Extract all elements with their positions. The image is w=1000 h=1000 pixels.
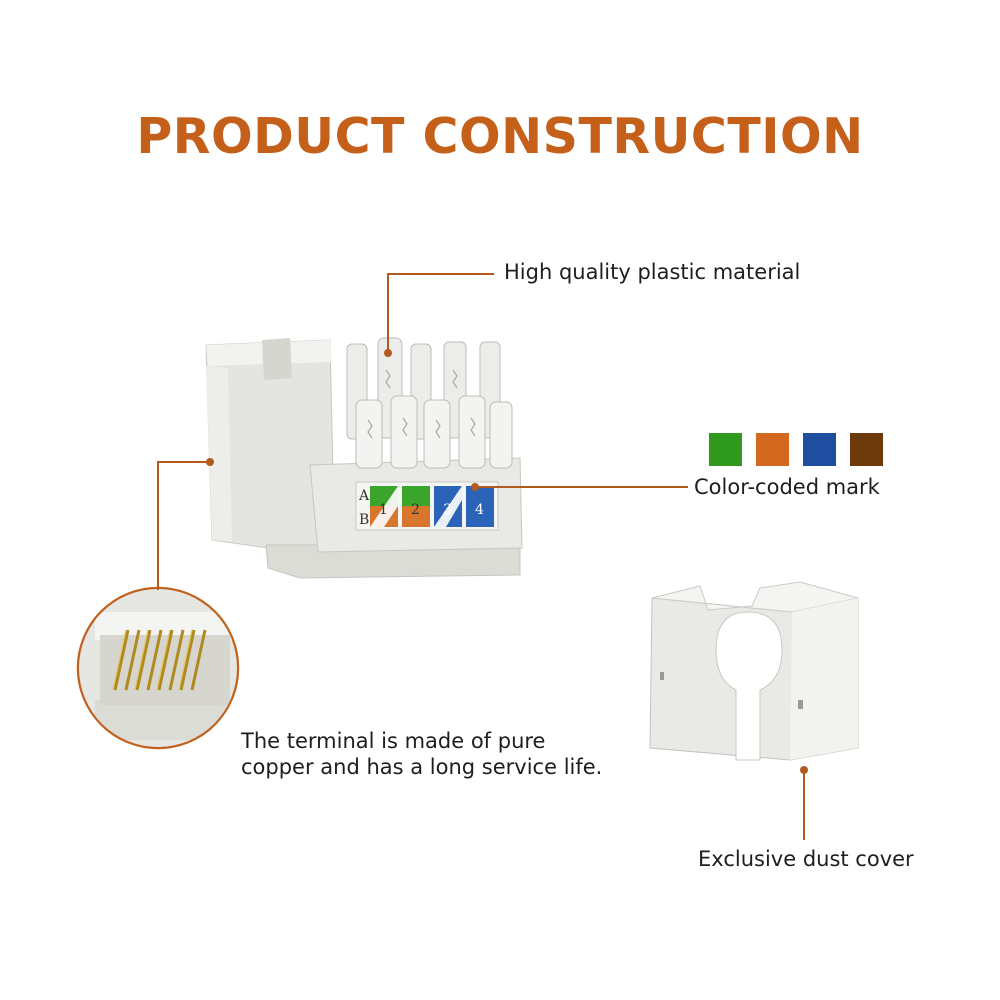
jack-label-pair-2: 2 xyxy=(411,502,420,518)
dust-cover-image xyxy=(649,581,859,761)
jack-label-a: A xyxy=(358,488,370,504)
callout-color-coded-mark: Color-coded mark xyxy=(694,475,880,499)
jack-label-b: B xyxy=(359,512,369,528)
page-title: PRODUCT CONSTRUCTION xyxy=(136,108,864,165)
jack-label-pair-1: 1 xyxy=(379,502,388,518)
leader-dot-terminal xyxy=(206,458,214,466)
leader-lines xyxy=(157,273,805,840)
leader-dot-plastic xyxy=(384,349,392,357)
callout-copper-terminal: The terminal is made of pure copper and … xyxy=(241,728,661,780)
swatch-brown xyxy=(850,433,883,466)
callout-terminal-line-2: copper and has a long service life. xyxy=(241,755,603,779)
jack-label-pair-3: 3 xyxy=(443,502,452,518)
jack-label-pair-4: 4 xyxy=(475,502,484,518)
callout-plastic-material: High quality plastic material xyxy=(504,260,801,284)
swatch-green xyxy=(709,433,742,466)
leader-dot-dust xyxy=(800,766,808,774)
callout-dust-cover: Exclusive dust cover xyxy=(698,847,914,871)
leader-dot-color xyxy=(471,483,479,491)
swatch-orange xyxy=(756,433,789,466)
keystone-jack-image xyxy=(205,337,523,579)
swatch-blue xyxy=(803,433,836,466)
copper-terminal-closeup xyxy=(76,586,240,750)
callout-terminal-line-1: The terminal is made of pure xyxy=(241,729,546,753)
